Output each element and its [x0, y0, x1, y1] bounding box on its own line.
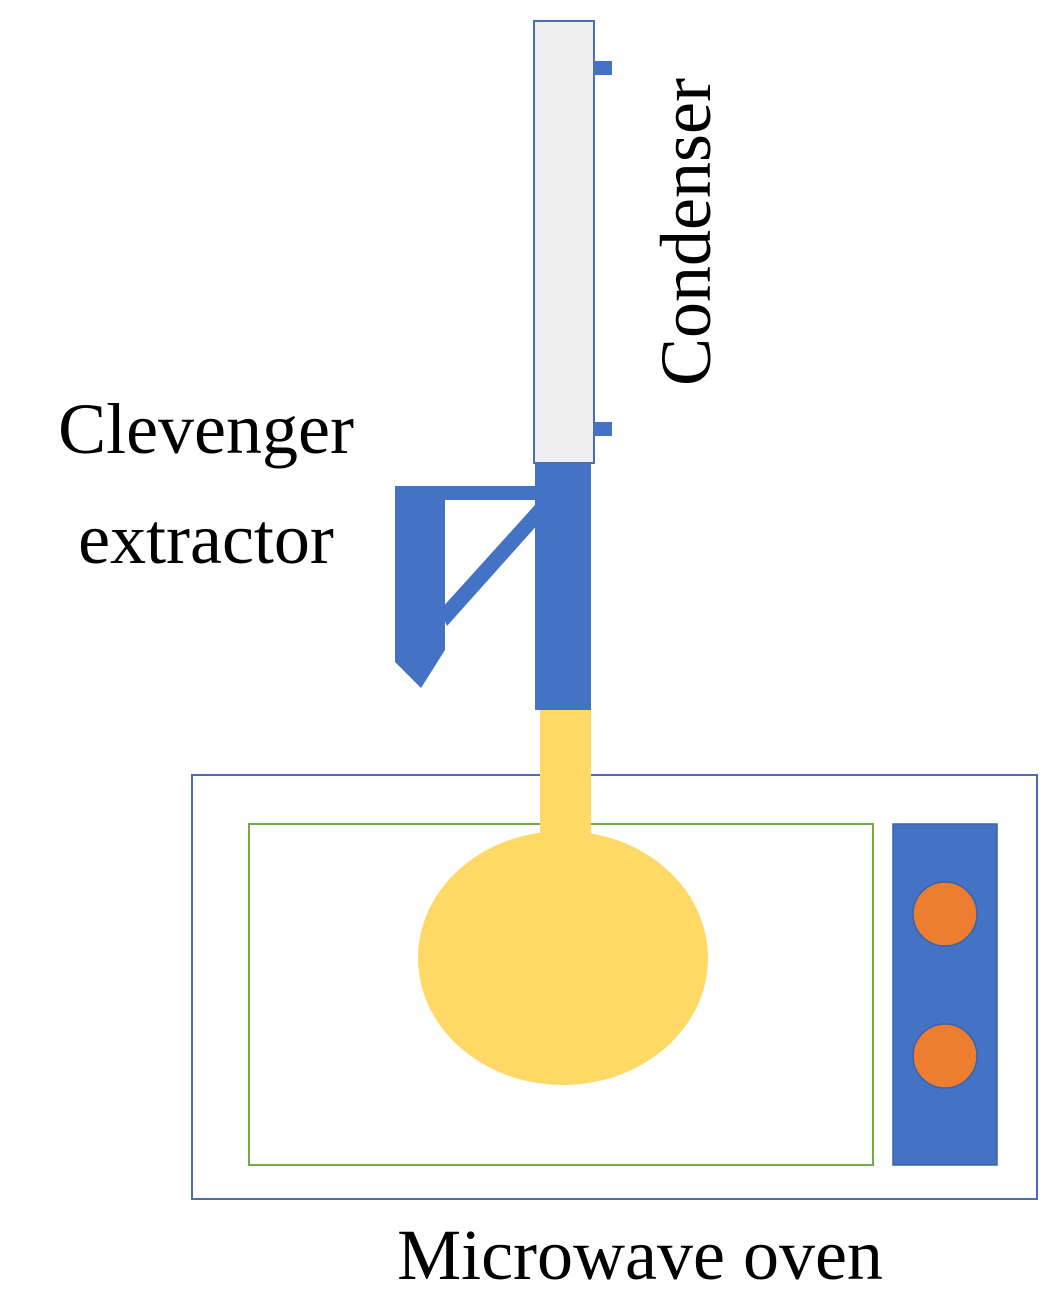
flask-bulb — [418, 831, 708, 1085]
extractor-collection-tube — [395, 486, 445, 688]
condenser-outlet-top — [594, 61, 612, 75]
condenser-label: Condenser — [646, 78, 726, 386]
oven-control-panel — [892, 823, 998, 1166]
extractor-column — [535, 463, 591, 710]
extractor-return-arm — [440, 505, 540, 626]
oven-knob-bottom-icon — [912, 1023, 978, 1089]
clevenger-label-line1: Clevenger — [58, 389, 354, 469]
clevenger-extractor — [395, 463, 591, 710]
oven-knob-top-icon — [912, 881, 978, 947]
condenser — [533, 20, 612, 464]
flask — [418, 710, 708, 1085]
condenser-tube-icon — [533, 20, 595, 464]
flask-neck — [540, 710, 591, 850]
microwave-label: Microwave oven — [397, 1215, 883, 1295]
condenser-inlet-bottom — [594, 422, 612, 436]
clevenger-label-line2: extractor — [78, 499, 334, 579]
